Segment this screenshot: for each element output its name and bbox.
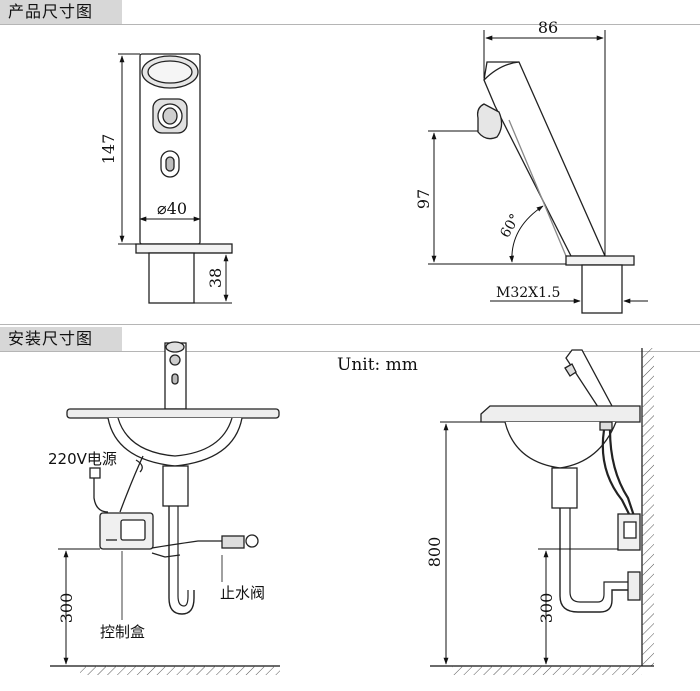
install-side-dimensions	[430, 421, 654, 675]
control-box-label: 控制盒	[100, 623, 145, 641]
power-220v-label: 220V电源	[48, 450, 117, 468]
product-section-divider	[0, 24, 700, 25]
front-dimension-lines	[118, 53, 232, 304]
diameter-40-label: ⌀40	[157, 199, 187, 218]
faucet-front-view	[135, 53, 233, 304]
unit-label: Unit: mm	[337, 355, 418, 375]
angle-60-label: 60°	[497, 211, 523, 241]
height-147-label: 147	[99, 134, 118, 165]
box-height-300-right-label: 300	[537, 593, 556, 624]
side-dimension-lines	[428, 30, 648, 304]
reach-86-label: 86	[538, 18, 558, 37]
install-front-view	[66, 341, 280, 615]
product-section-tab: 产品尺寸图	[0, 0, 122, 24]
shutoff-valve-label: 止水阀	[220, 584, 265, 602]
middle-divider	[0, 324, 700, 325]
faucet-side-view	[476, 61, 635, 314]
box-height-300-left-label: 300	[57, 593, 76, 624]
install-front-dimension	[50, 548, 280, 675]
install-section-tab: 安装尺寸图	[0, 327, 122, 351]
base-height-38-label: 38	[206, 268, 225, 288]
sink-height-800-label: 800	[425, 537, 444, 568]
install-section-divider	[0, 351, 700, 352]
spout-height-97-label: 97	[414, 189, 433, 209]
thread-m32-label: M32X1.5	[496, 285, 560, 301]
install-side-view	[480, 348, 654, 666]
